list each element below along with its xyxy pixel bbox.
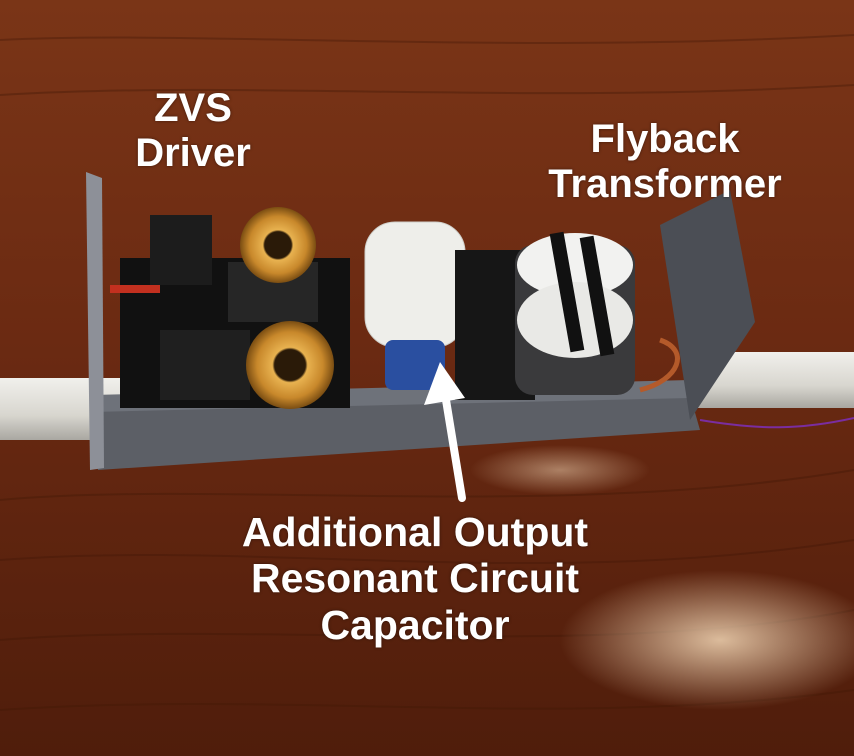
table-glare-small <box>470 445 650 495</box>
chassis-left-wall <box>86 172 104 470</box>
zvs-driver-label-line1: ZVS <box>154 86 232 130</box>
toroid-inductor-bottom <box>246 321 334 409</box>
capacitor-label-line3: Capacitor <box>320 601 510 648</box>
capacitor-label-line2: Resonant Circuit <box>250 555 580 602</box>
table-glare <box>560 570 854 710</box>
flyback-label-line1: Flyback <box>590 117 740 161</box>
red-wire <box>110 285 160 293</box>
cable-tie-2 <box>579 235 615 357</box>
chassis-right-wall <box>660 190 755 420</box>
flyback-transformer-label: Flyback Transformer <box>515 117 815 207</box>
arrow-up-icon <box>424 362 466 502</box>
capacitor-label-line1: Additional Output <box>241 509 589 555</box>
flyback-coil-upper <box>517 233 633 297</box>
heatsink-fins <box>160 330 250 400</box>
chassis-base <box>92 395 700 470</box>
toroid-inductor-top <box>240 207 316 283</box>
zvs-driver-label-line2: Driver <box>135 131 251 176</box>
blue-capacitor <box>385 340 445 390</box>
white-capacitor <box>364 221 466 348</box>
zvs-driver-label: ZVS Driver <box>108 86 278 176</box>
output-capacitor-label: Additional Output Resonant Circuit Capac… <box>190 509 640 648</box>
hv-lead-wire <box>639 337 680 393</box>
cable-tie-1 <box>549 231 585 353</box>
output-wire <box>699 417 854 429</box>
mosfet-heatsink <box>150 215 212 285</box>
flyback-label-line2: Transformer <box>548 162 782 207</box>
